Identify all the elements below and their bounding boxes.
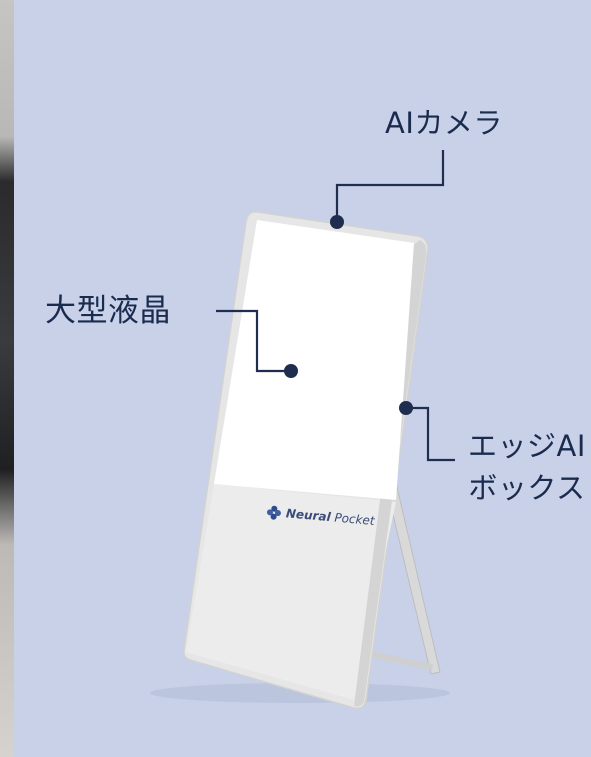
edge-box-label-line2: ボックス <box>468 471 586 505</box>
edge-box-callout <box>399 401 455 462</box>
camera-callout <box>330 150 445 229</box>
background-photo-strip <box>0 0 14 757</box>
display-label: 大型液晶 <box>45 293 171 329</box>
lcd-screen <box>214 220 414 500</box>
display-callout <box>216 309 298 378</box>
camera-label: AIカメラ <box>385 106 503 140</box>
edge-box-label: エッジAI ボックス <box>468 425 586 509</box>
signage-body <box>183 210 429 710</box>
brand-name-bold: Neural <box>285 506 332 525</box>
brand-logo: Neural Pocket <box>265 504 375 529</box>
edge-box-label-line1: エッジAI <box>468 429 586 463</box>
neural-pocket-logo-icon <box>266 505 281 520</box>
floor-shadow <box>150 683 450 703</box>
brand-name-light: Pocket <box>330 510 376 528</box>
